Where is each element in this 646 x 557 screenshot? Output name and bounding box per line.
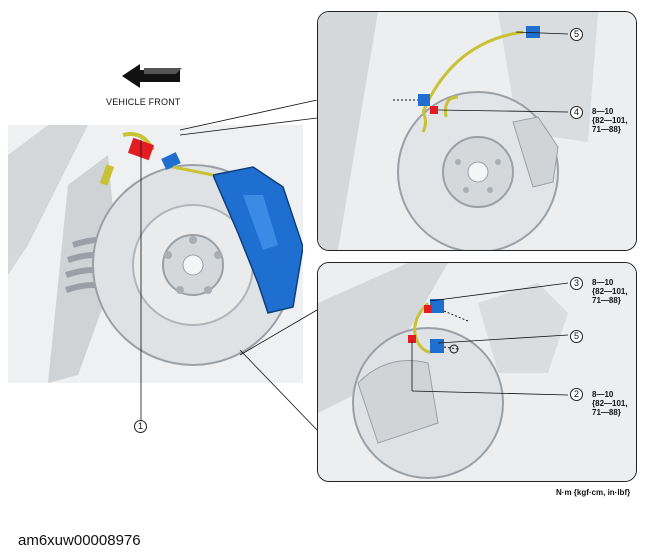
callout-3: 3 xyxy=(570,277,583,290)
vehicle-front-arrow-icon xyxy=(122,64,182,88)
torque-spec-4: 8—10 {82—101, 71—88} xyxy=(592,107,628,134)
torque-spec-2: 8—10 {82—101, 71—88} xyxy=(592,390,628,417)
torque-spec-3: 8—10 {82—101, 71—88} xyxy=(592,278,628,305)
main-brake-illustration xyxy=(8,125,303,383)
image-code: am6xuw00008976 xyxy=(18,532,141,549)
top-detail-panel xyxy=(317,11,637,251)
top-detail-illustration xyxy=(318,12,636,250)
bottom-detail-panel xyxy=(317,262,637,482)
callout-1-leader xyxy=(140,140,142,420)
callout-2: 2 xyxy=(570,388,583,401)
vehicle-front-label: VEHICLE FRONT xyxy=(106,97,181,107)
callout-5-top: 5 xyxy=(570,28,583,41)
callout-1: 1 xyxy=(134,420,147,433)
detail-leader-lines xyxy=(179,100,318,431)
units-note: N·m {kgf·cm, in·lbf} xyxy=(556,488,631,497)
callout-4: 4 xyxy=(570,106,583,119)
bottom-detail-illustration xyxy=(318,263,636,481)
callout-5-bottom: 5 xyxy=(570,330,583,343)
